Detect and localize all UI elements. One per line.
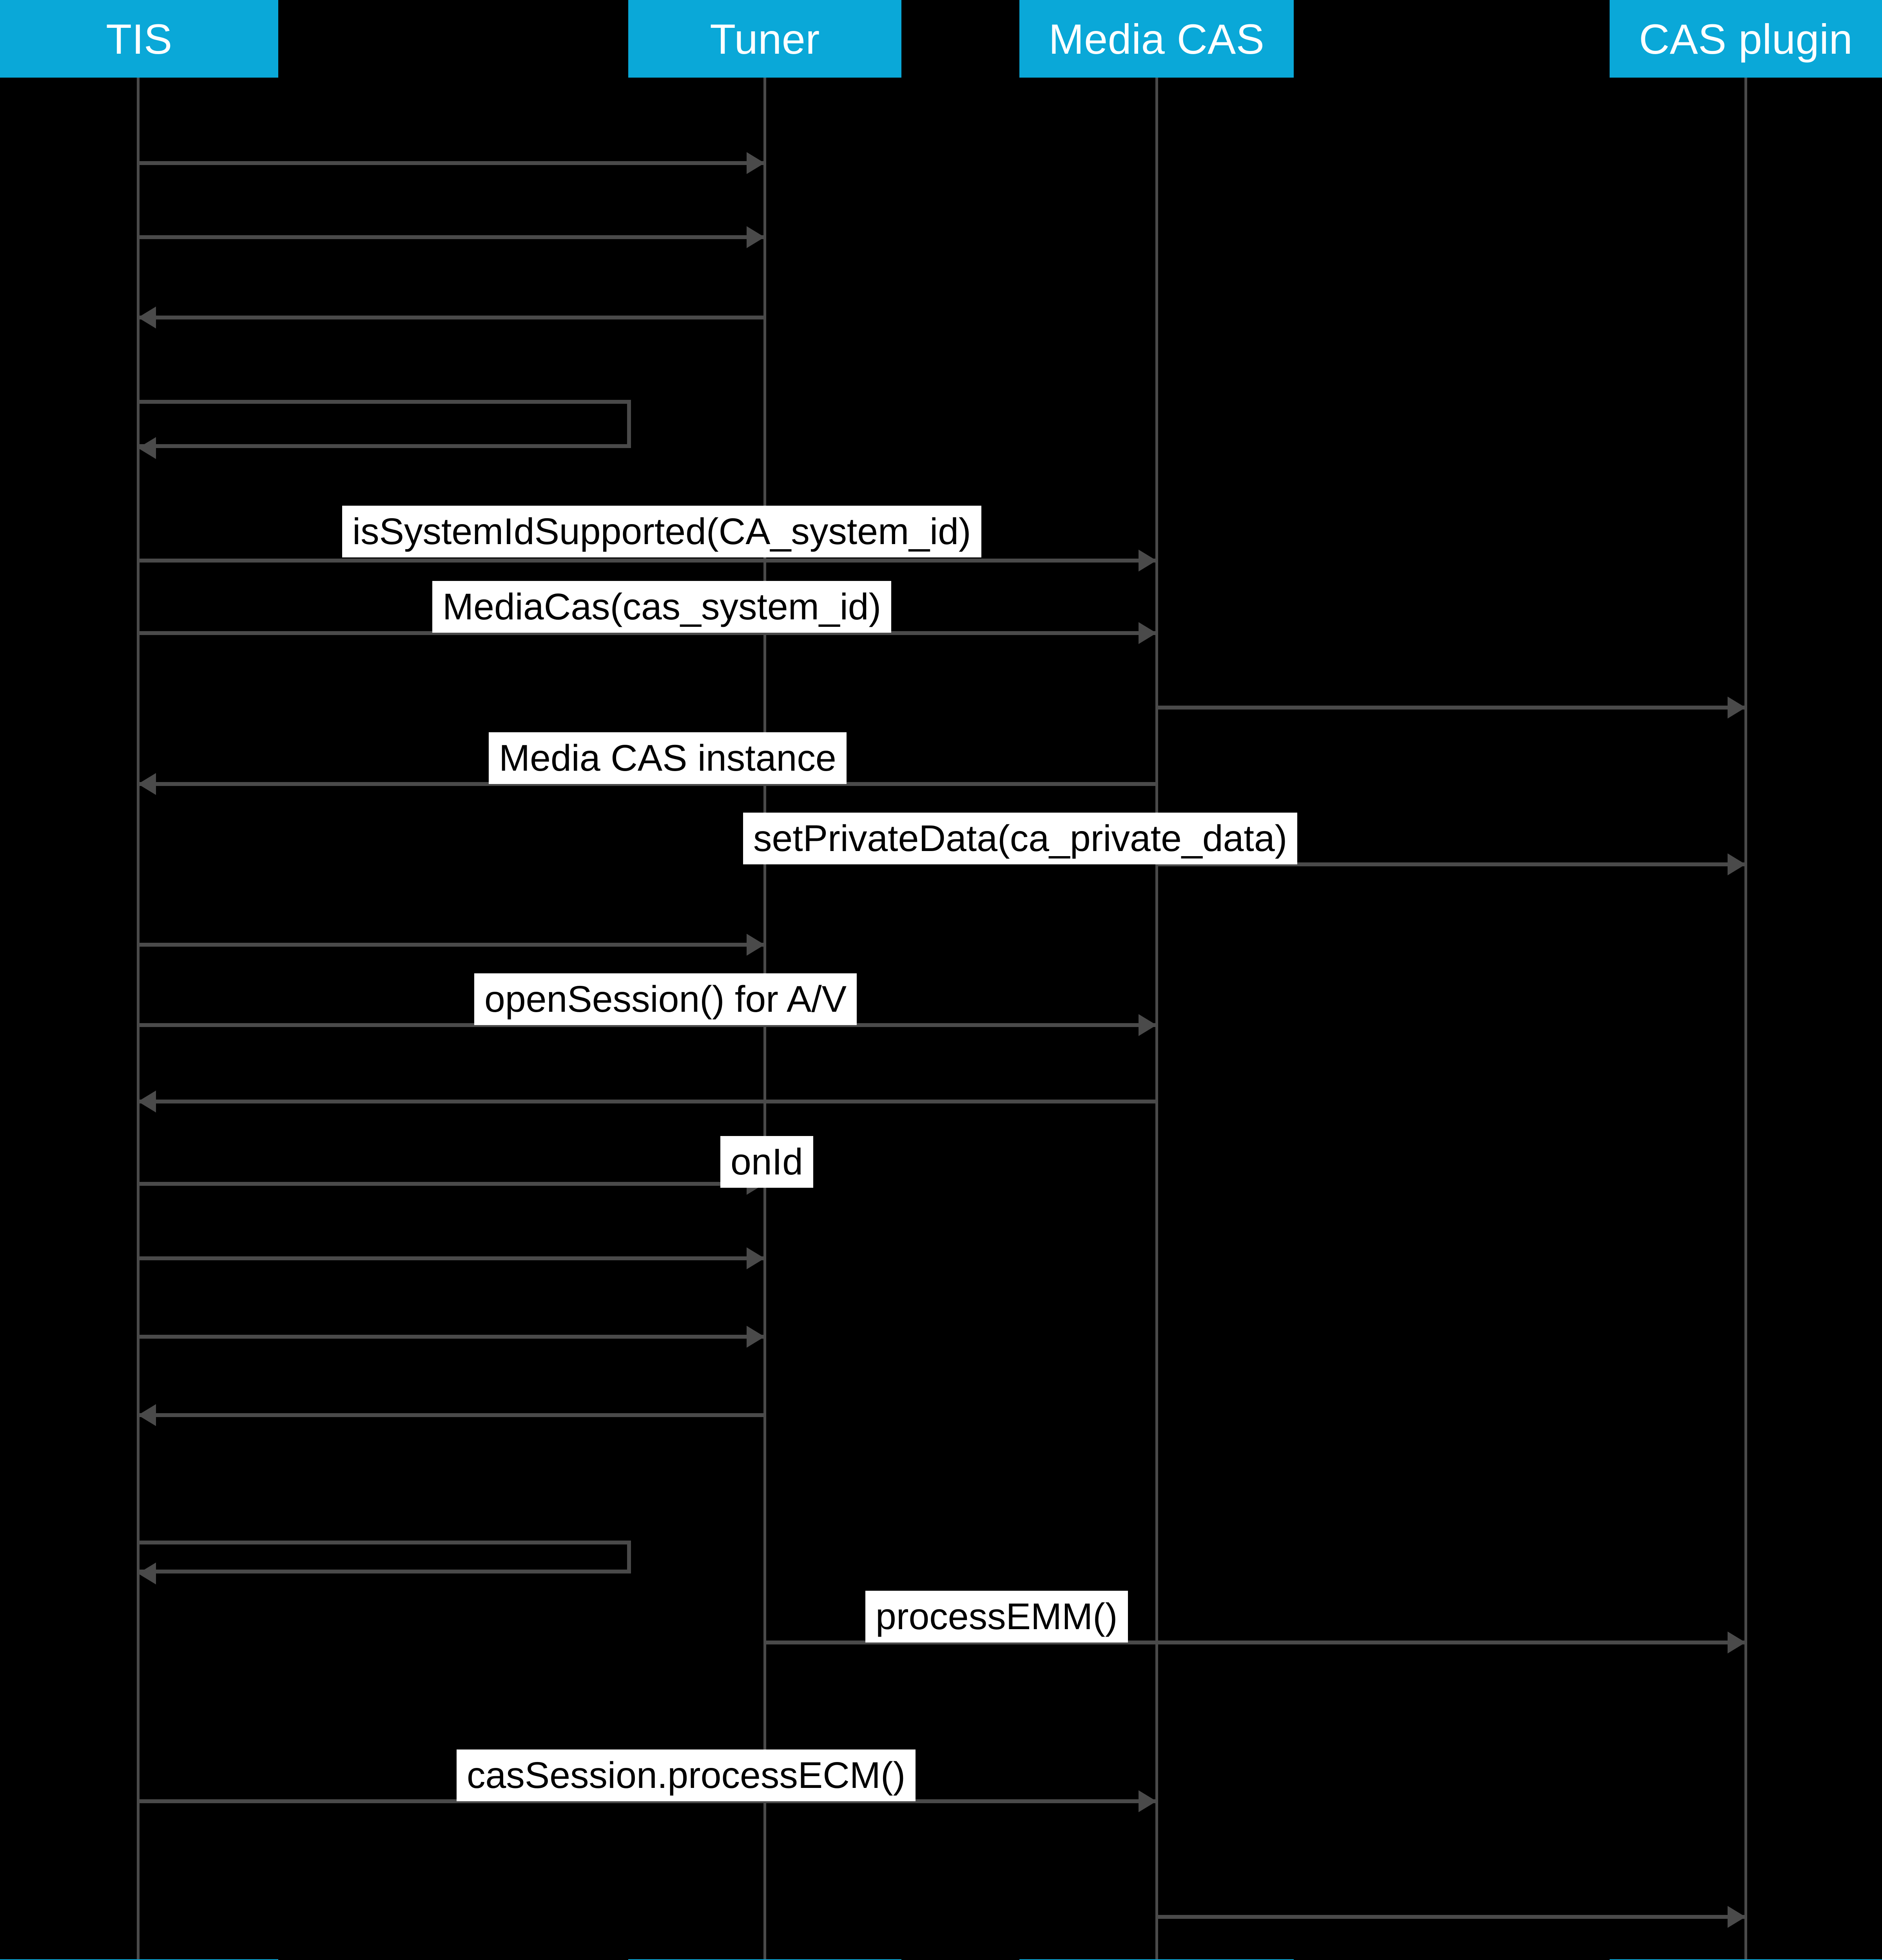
participant-footer-casplugin[interactable]: CAS plugin xyxy=(1610,1959,1882,1960)
message-label-18: processEMM() xyxy=(865,1591,1128,1643)
message-line-3[interactable] xyxy=(138,316,765,319)
participant-footer-tis[interactable]: TIS xyxy=(0,1959,278,1960)
arrowhead-right-9 xyxy=(1728,853,1746,875)
message-label-13: onId xyxy=(720,1136,813,1188)
message-label-19: casSession.processECM() xyxy=(457,1749,916,1802)
arrowhead-right-20 xyxy=(1728,1906,1746,1928)
message-line-16[interactable] xyxy=(138,1413,765,1417)
arrowhead-right-6 xyxy=(1139,622,1157,644)
lifeline-mediacas xyxy=(1155,78,1158,1959)
participant-header-tuner[interactable]: Tuner xyxy=(628,0,901,78)
message-label-8: Media CAS instance xyxy=(489,732,847,784)
arrowhead-left-12 xyxy=(138,1091,156,1112)
message-label-9: setPrivateData(ca_private_data) xyxy=(743,813,1298,865)
arrowhead-right-1 xyxy=(747,152,765,174)
message-label-11: openSession() for A/V xyxy=(474,973,857,1025)
participant-footer-tuner[interactable]: Tuner xyxy=(628,1959,901,1960)
message-line-20[interactable] xyxy=(1157,1915,1746,1919)
lifeline-tis xyxy=(137,78,140,1959)
arrowhead-right-10 xyxy=(747,934,765,956)
arrowhead-right-15 xyxy=(747,1326,765,1348)
message-label-5: isSystemIdSupported(CA_system_id) xyxy=(342,506,981,558)
message-line-2[interactable] xyxy=(138,235,765,239)
message-line-7[interactable] xyxy=(1157,706,1746,710)
arrowhead-left-4 xyxy=(138,437,156,459)
message-line-5[interactable] xyxy=(138,559,1157,563)
arrowhead-right-19 xyxy=(1139,1790,1157,1812)
lifeline-casplugin xyxy=(1744,78,1747,1959)
message-line-6[interactable] xyxy=(138,631,1157,635)
participant-header-casplugin[interactable]: CAS plugin xyxy=(1610,0,1882,78)
arrowhead-right-5 xyxy=(1139,550,1157,572)
message-line-10[interactable] xyxy=(138,943,765,947)
arrowhead-left-3 xyxy=(138,307,156,328)
message-line-14[interactable] xyxy=(138,1256,765,1260)
message-line-1[interactable] xyxy=(138,161,765,165)
message-line-18[interactable] xyxy=(765,1641,1746,1644)
arrowhead-right-11 xyxy=(1139,1014,1157,1036)
arrowhead-left-16 xyxy=(138,1404,156,1426)
participant-header-tis[interactable]: TIS xyxy=(0,0,278,78)
message-line-15[interactable] xyxy=(138,1335,765,1339)
self-message-17[interactable] xyxy=(138,1541,631,1573)
arrowhead-left-8 xyxy=(138,773,156,795)
arrowhead-left-17 xyxy=(138,1563,156,1584)
arrowhead-right-14 xyxy=(747,1247,765,1269)
arrowhead-right-7 xyxy=(1728,697,1746,719)
arrowhead-right-2 xyxy=(747,226,765,248)
message-label-6: MediaCas(cas_system_id) xyxy=(432,581,892,633)
message-line-9[interactable] xyxy=(1157,862,1746,866)
message-line-13[interactable] xyxy=(138,1182,765,1186)
participant-header-mediacas[interactable]: Media CAS xyxy=(1019,0,1294,78)
participant-footer-mediacas[interactable]: Media CAS xyxy=(1019,1959,1294,1960)
message-line-12[interactable] xyxy=(138,1100,1157,1103)
arrowhead-right-18 xyxy=(1728,1632,1746,1653)
self-message-4[interactable] xyxy=(138,400,631,448)
